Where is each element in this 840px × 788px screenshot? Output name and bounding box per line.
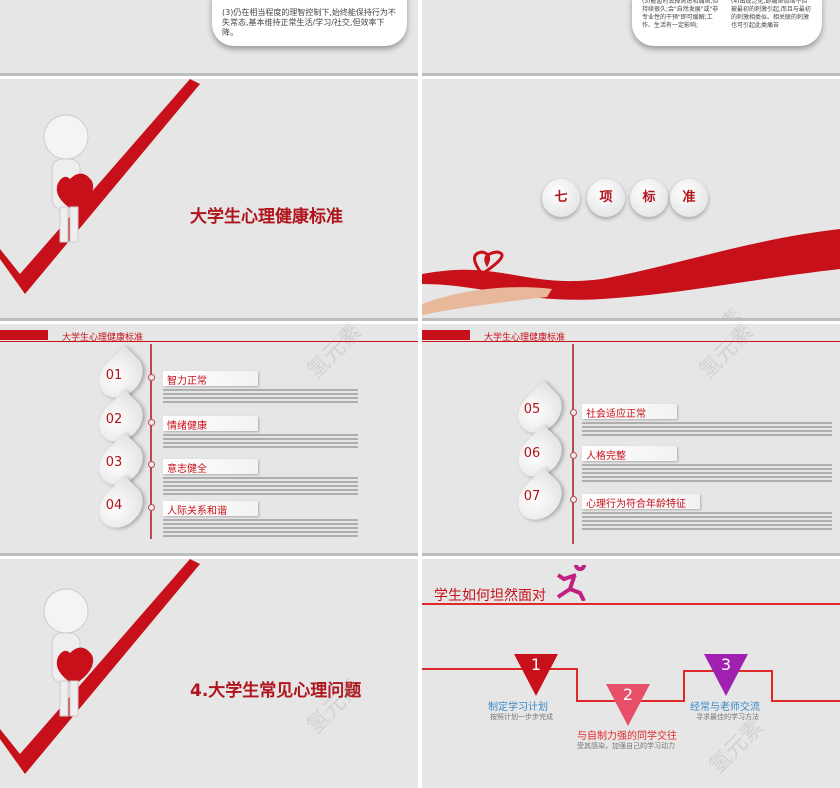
header-bar [0, 330, 48, 340]
timeline-dot [148, 461, 155, 468]
watermark: 氢元素 [694, 324, 759, 384]
text-card: (3)能暂时丢掉焦虑和痛苦,但持续很久;会"自然发展"或"非专业性的干预"即可缓… [632, 0, 822, 46]
slide-title: 学生如何坦然面对 [434, 588, 546, 604]
step-title: 经常与老师交流 [690, 702, 760, 713]
item-number: 06 [523, 446, 541, 461]
timeline-dot [570, 496, 577, 503]
step-number: 2 [622, 685, 634, 704]
char-bubble: 准 [670, 179, 708, 217]
slide-title-standards[interactable]: 大学生心理健康标准 [0, 79, 418, 321]
timeline-dot [148, 504, 155, 511]
item-label: 人际关系和谐 [163, 501, 258, 517]
item-label: 意志健全 [163, 459, 258, 475]
red-ribbon-figure [0, 79, 200, 294]
slide-seven-standards[interactable]: 七 项 标 准 氢元素 [422, 79, 840, 321]
slide-header: 大学生心理健康标准 [62, 333, 144, 343]
item-number: 03 [105, 455, 123, 470]
step-triangle-3 [704, 654, 748, 696]
slide-how-to-face[interactable]: 学生如何坦然面对 1 制定学习计划 按照计划一步步完成 2 与自制力强的同学交往… [422, 559, 840, 788]
step-triangle-2 [606, 684, 650, 726]
item-text [163, 434, 358, 448]
slide-title: 大学生心理健康标准 [190, 207, 343, 227]
item-text [163, 389, 358, 403]
text-card: (3)仍在相当程度的理智控制下,始终能保持行为不失常态,基本维持正常生活/学习/… [212, 0, 407, 46]
item-number: 07 [523, 489, 541, 504]
timeline-line [150, 344, 152, 539]
char-bubble: 七 [542, 179, 580, 217]
item-text [163, 519, 358, 537]
card-col1: (3)能暂时丢掉焦虑和痛苦,但持续很久;会"自然发展"或"非专业性的干预"即可缓… [642, 0, 719, 29]
card-text: (3)仍在相当程度的理智控制下,始终能保持行为不失常态,基本维持正常生活/学习/… [222, 8, 396, 37]
step-number: 3 [720, 655, 732, 674]
step-subtitle: 受其感染，加强自己的学习动力 [577, 742, 675, 750]
timeline-line [572, 344, 574, 544]
timeline-dot [570, 409, 577, 416]
card-col2: (4)出现泛化,即痛苦情绪不但被最初的刺激引起,而且与最初的刺激相类似、相关联的… [731, 0, 811, 29]
item-label: 社会适应正常 [582, 404, 677, 420]
step-line [422, 668, 840, 702]
slide-title: 4.大学生常见心理问题 [190, 681, 362, 701]
item-text [582, 464, 832, 482]
slide-title-common-problems[interactable]: 4.大学生常见心理问题 氢元素 [0, 559, 418, 788]
step-subtitle: 按照计划一步步完成 [490, 713, 553, 721]
item-text [582, 512, 832, 530]
step-subtitle: 寻求最佳的学习方法 [696, 713, 759, 721]
watermark: 氢元素 [302, 324, 367, 384]
step-number: 1 [530, 655, 542, 674]
slide-top-right[interactable]: (3)能暂时丢掉焦虑和痛苦,但持续很久;会"自然发展"或"非专业性的干预"即可缓… [422, 0, 840, 76]
char-bubble: 项 [587, 179, 625, 217]
slide-standards-1-4[interactable]: 大学生心理健康标准 01 智力正常 02 情绪健康 03 意志健全 04 人际关… [0, 324, 418, 556]
header-bar [422, 330, 470, 340]
slide-header: 大学生心理健康标准 [484, 333, 566, 343]
item-number: 05 [523, 402, 541, 417]
step-title: 与自制力强的同学交往 [577, 731, 677, 742]
item-number: 01 [105, 368, 123, 383]
item-label: 心理行为符合年龄特征 [582, 494, 700, 510]
slide-standards-5-7[interactable]: 大学生心理健康标准 05 社会适应正常 06 人格完整 07 心理行为符合年龄特… [422, 324, 840, 556]
item-text [163, 477, 358, 495]
item-label: 情绪健康 [163, 416, 258, 432]
red-ribbon-figure [0, 559, 200, 774]
char-bubble: 标 [630, 179, 668, 217]
header-line [0, 341, 418, 342]
step-triangle-1 [514, 654, 558, 696]
timeline-dot [148, 374, 155, 381]
timeline-dot [148, 419, 155, 426]
title-underline [422, 603, 840, 605]
slide-top-left[interactable]: (3)仍在相当程度的理智控制下,始终能保持行为不失常态,基本维持正常生活/学习/… [0, 0, 418, 76]
item-number: 04 [105, 498, 123, 513]
item-label: 人格完整 [582, 446, 677, 462]
runner-icon [556, 565, 587, 601]
ribbon-hand-image [422, 229, 840, 315]
item-text [582, 422, 832, 436]
item-label: 智力正常 [163, 371, 258, 387]
item-number: 02 [105, 412, 123, 427]
header-line [422, 341, 840, 342]
step-title: 制定学习计划 [488, 702, 548, 713]
timeline-dot [570, 452, 577, 459]
